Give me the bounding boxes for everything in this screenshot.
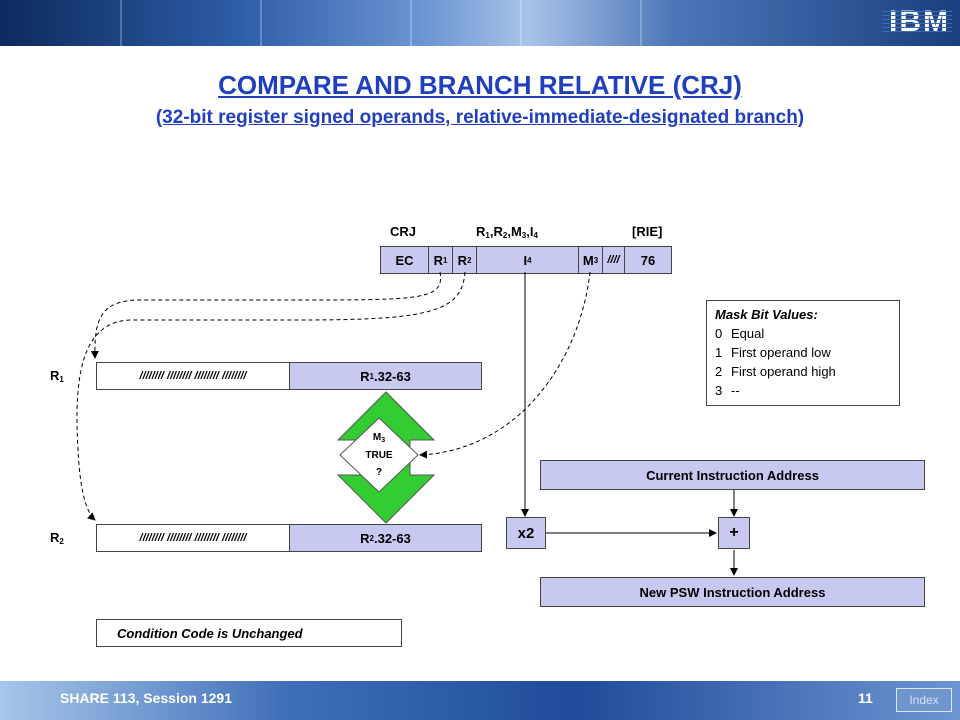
- x2-box: x2: [506, 517, 546, 549]
- mask-title: Mask Bit Values:: [715, 307, 818, 322]
- register-r2-label: R2: [50, 530, 64, 546]
- format-type-label: [RIE]: [632, 224, 663, 239]
- plus-box: +: [718, 517, 750, 549]
- m3-true-diamond: [339, 417, 419, 493]
- r1-field-dashed-arrow: [90, 271, 442, 359]
- m3-field-dashed-arrow: [419, 271, 591, 459]
- diamond-line1: M3: [373, 432, 385, 444]
- register-r1-label: R1: [50, 368, 64, 384]
- condition-code-note: Condition Code is Unchanged: [96, 619, 402, 647]
- new-psw-instruction-address: New PSW Instruction Address: [540, 577, 925, 607]
- format-cell-ec: EC: [381, 247, 429, 273]
- index-button[interactable]: Index: [896, 688, 952, 712]
- register-r2-high-bits: //////// //////// //////// ////////: [97, 525, 290, 551]
- mnemonic-label: CRJ: [390, 224, 417, 239]
- mask-item: 3--: [715, 383, 740, 398]
- register-r1-high-bits: //////// //////// //////// ////////: [97, 363, 290, 389]
- format-cell-opcode: 76: [625, 247, 671, 273]
- footer-session: SHARE 113, Session 1291: [60, 690, 232, 706]
- header-band: [0, 0, 960, 46]
- diamond-line2: TRUE: [365, 450, 393, 461]
- page-title: COMPARE AND BRANCH RELATIVE (CRJ): [218, 70, 742, 100]
- operands-label: R1,R2,M3,I4: [476, 224, 538, 240]
- page-subtitle: (32-bit register signed operands, relati…: [155, 107, 805, 128]
- current-instruction-address: Current Instruction Address: [540, 460, 925, 490]
- footer-band: [0, 681, 960, 720]
- diamond-line3: ?: [376, 467, 382, 478]
- page-number: 11: [858, 690, 873, 706]
- format-cell-unused: ////: [603, 247, 625, 273]
